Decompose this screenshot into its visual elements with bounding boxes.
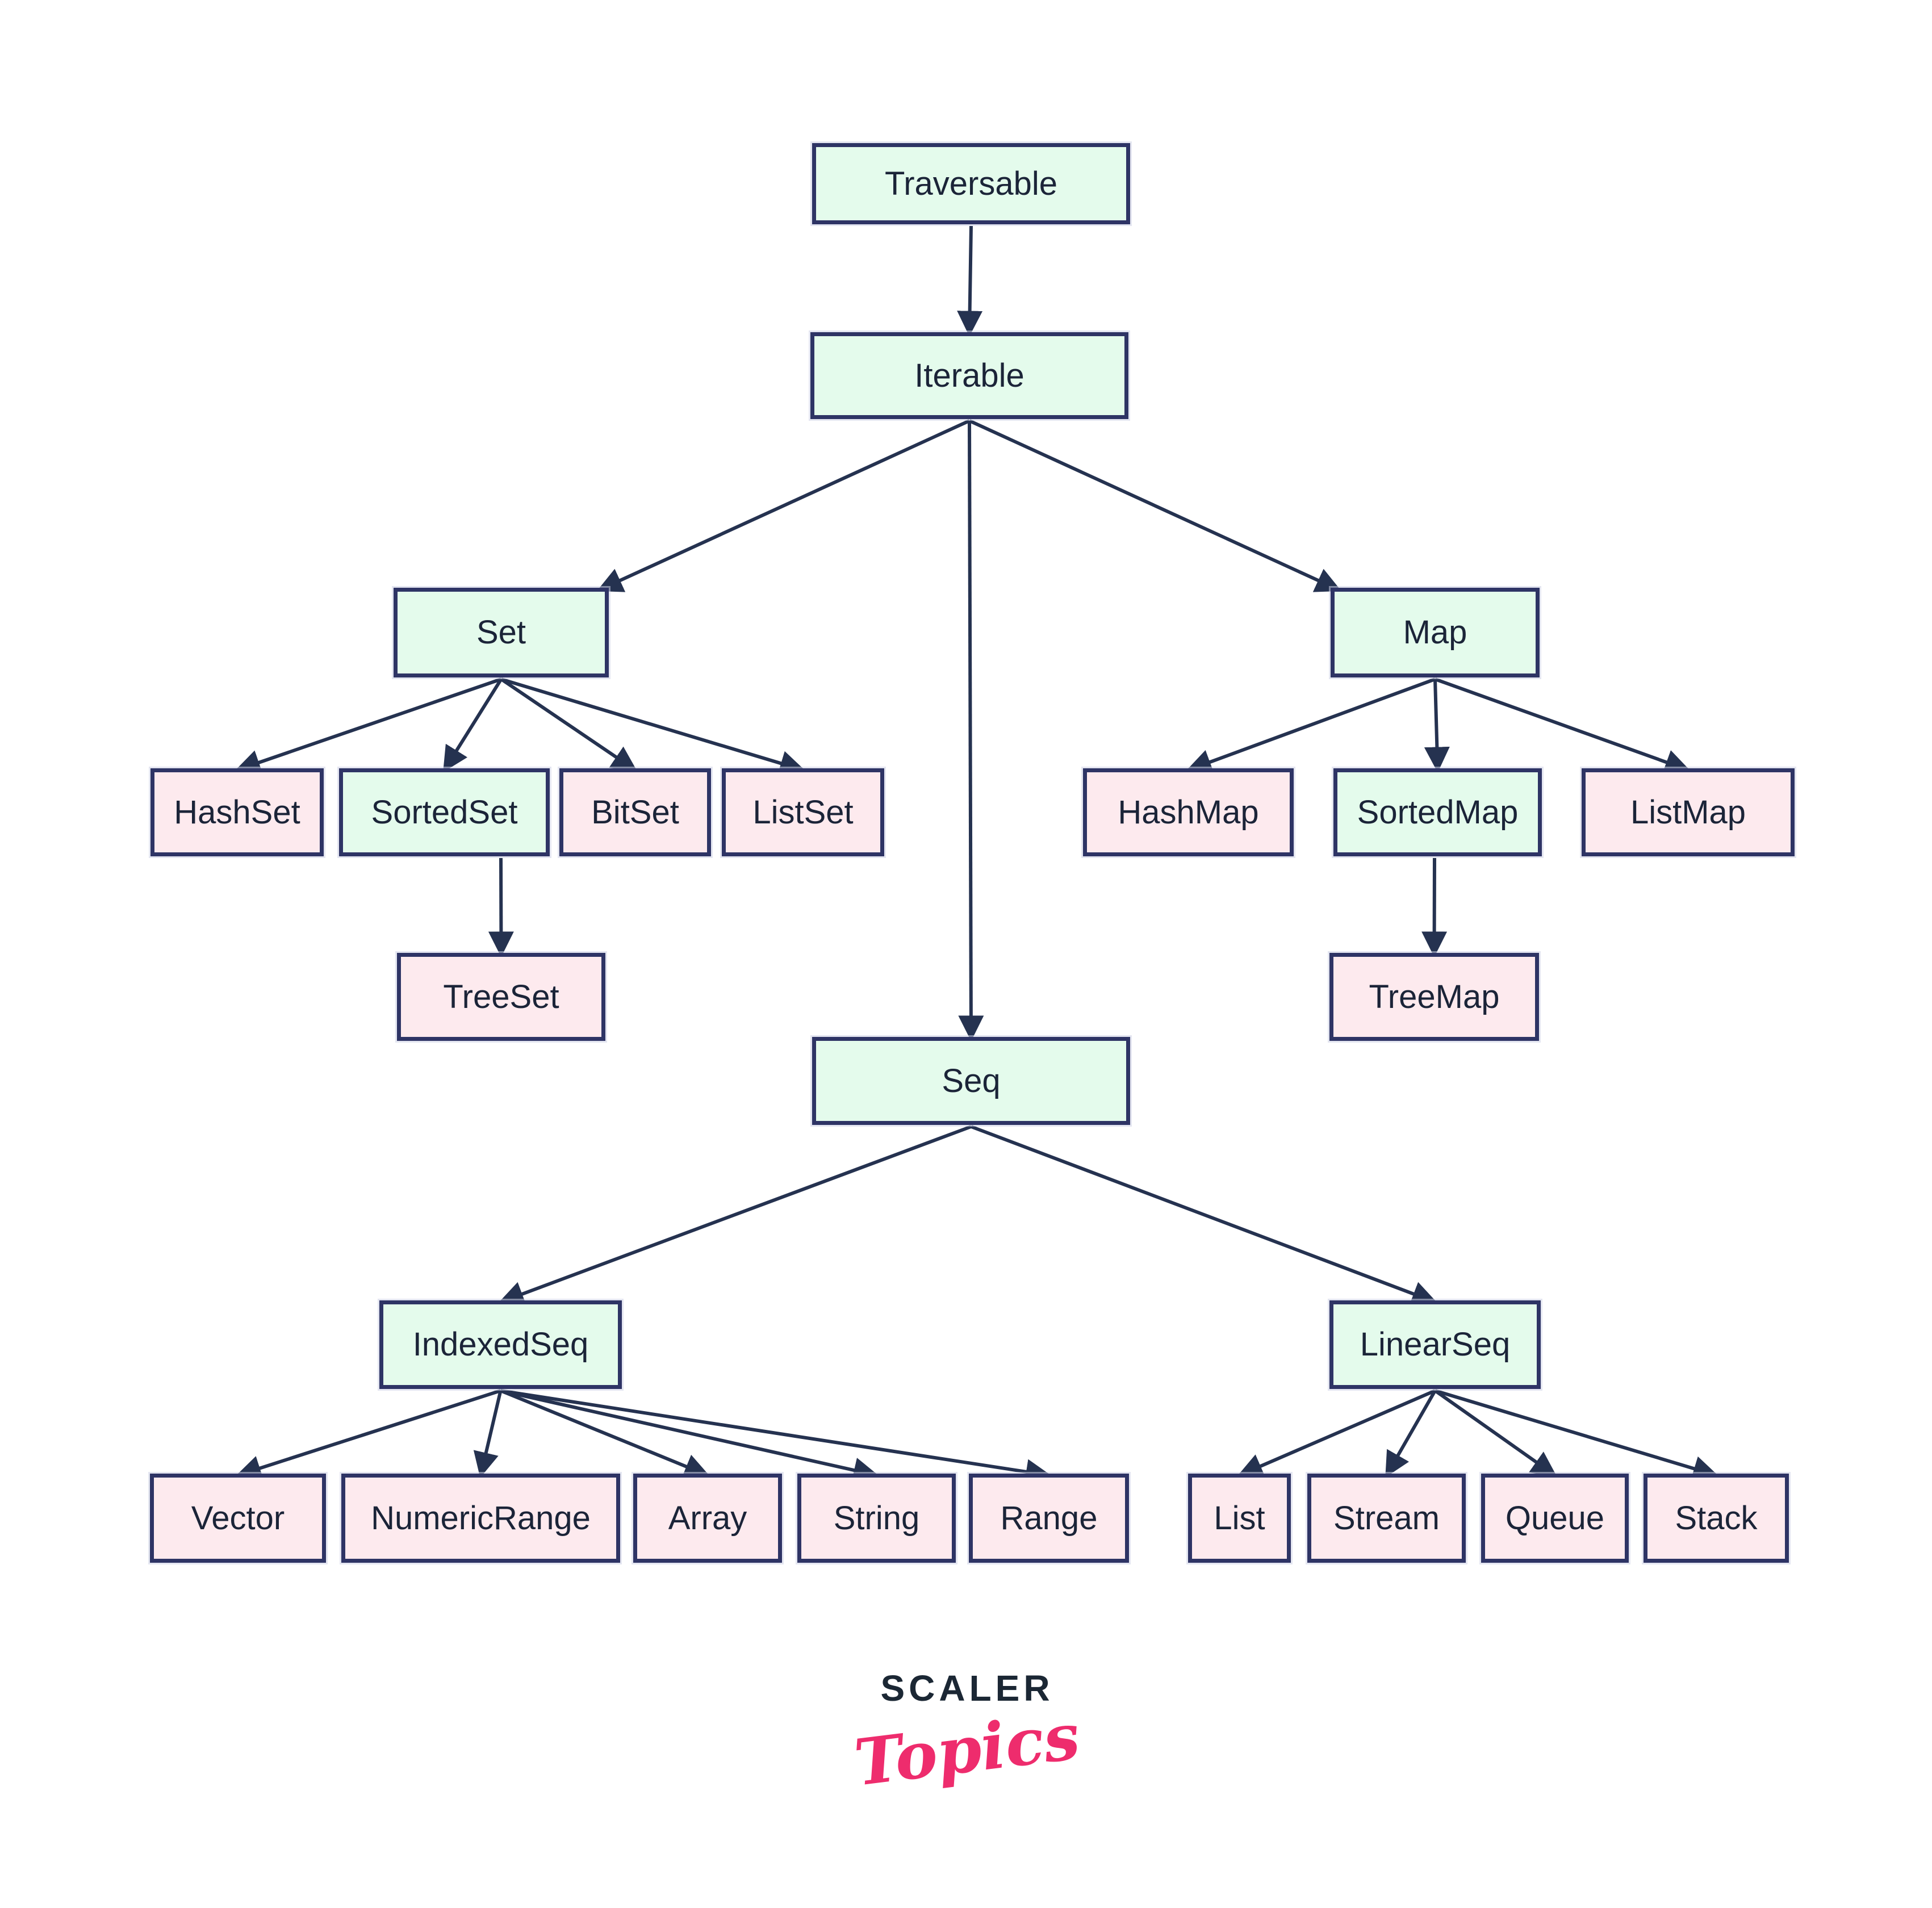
- edge-iterable-set: [596, 419, 971, 592]
- node-label: Map: [1403, 614, 1467, 651]
- node-treeset: TreeSet: [397, 953, 605, 1041]
- edge-linearseq-stream: [1385, 1390, 1437, 1478]
- node-label: SortedMap: [1357, 793, 1519, 831]
- logo-brand-text: SCALER: [880, 1668, 1054, 1709]
- node-label: NumericRange: [371, 1499, 591, 1537]
- node-label: Vector: [191, 1499, 285, 1537]
- node-iterable: Iterable: [810, 332, 1128, 419]
- node-label: ListSet: [752, 793, 854, 831]
- node-label: SortedSet: [371, 793, 518, 831]
- node-label: Stream: [1333, 1499, 1440, 1537]
- edge-set-sortedset: [442, 678, 503, 772]
- node-label: Iterable: [914, 357, 1024, 394]
- node-label: Array: [668, 1499, 747, 1537]
- node-listmap: ListMap: [1582, 768, 1795, 856]
- node-label: Seq: [942, 1062, 1001, 1099]
- scaler-topics-logo: SCALER Topics: [851, 1667, 1084, 1801]
- edge-iterable-seq: [958, 420, 984, 1041]
- edge-traversable-iterable: [957, 225, 983, 337]
- node-label: HashMap: [1118, 793, 1259, 831]
- node-vector: Vector: [150, 1474, 326, 1563]
- edge-set-hashset: [235, 677, 502, 775]
- node-stack: Stack: [1644, 1474, 1789, 1563]
- node-array: Array: [633, 1474, 782, 1563]
- node-bitset: BitSet: [559, 768, 711, 856]
- node-queue: Queue: [1481, 1474, 1629, 1563]
- edge-indexedseq-vector: [235, 1389, 501, 1480]
- node-label: TreeMap: [1369, 978, 1500, 1015]
- node-list: List: [1188, 1474, 1291, 1563]
- node-label: Set: [476, 614, 526, 651]
- edge-linearseq-stack: [1435, 1389, 1719, 1481]
- node-string: String: [797, 1474, 956, 1563]
- logo-topics-text: Topics: [850, 1699, 1084, 1801]
- edge-indexedseq-numericrange: [473, 1390, 503, 1478]
- node-label: LinearSeq: [1360, 1326, 1511, 1363]
- node-linearseq: LinearSeq: [1329, 1300, 1541, 1389]
- edge-indexedseq-string: [500, 1389, 879, 1483]
- edge-set-listset: [500, 677, 806, 776]
- node-label: Stack: [1675, 1499, 1758, 1537]
- edge-seq-linearseq: [970, 1125, 1438, 1306]
- node-label: List: [1214, 1499, 1265, 1537]
- node-label: Traversable: [884, 165, 1058, 202]
- node-hashmap: HashMap: [1083, 768, 1294, 856]
- node-label: TreeSet: [443, 978, 559, 1015]
- node-stream: Stream: [1307, 1474, 1466, 1563]
- edge-indexedseq-array: [500, 1389, 710, 1479]
- node-traversable: Traversable: [812, 143, 1130, 224]
- edge-map-listmap: [1434, 677, 1691, 775]
- node-label: String: [833, 1499, 920, 1537]
- node-map: Map: [1331, 588, 1540, 677]
- edge-seq-indexedseq: [498, 1125, 972, 1306]
- node-range: Range: [969, 1474, 1129, 1563]
- node-hashset: HashSet: [150, 768, 324, 856]
- edge-indexedseq-range: [500, 1389, 1052, 1485]
- node-label: Range: [1000, 1499, 1098, 1537]
- node-label: Queue: [1505, 1499, 1605, 1537]
- node-listset: ListSet: [722, 768, 884, 856]
- edge-linearseq-queue: [1434, 1389, 1557, 1477]
- edge-linearseq-list: [1237, 1389, 1436, 1478]
- node-label: BitSet: [591, 793, 679, 831]
- node-set: Set: [394, 588, 609, 677]
- node-seq: Seq: [812, 1037, 1130, 1125]
- node-numericrange: NumericRange: [341, 1474, 620, 1563]
- node-sortedmap: SortedMap: [1333, 768, 1542, 856]
- edge-set-bitset: [500, 677, 638, 772]
- node-indexedseq: IndexedSeq: [379, 1300, 622, 1389]
- node-label: HashSet: [174, 793, 300, 831]
- node-label: ListMap: [1630, 793, 1746, 831]
- edge-map-hashmap: [1186, 677, 1436, 775]
- node-treemap: TreeMap: [1329, 953, 1539, 1041]
- edge-iterable-map: [968, 419, 1342, 592]
- edge-map-sortedmap: [1424, 679, 1450, 773]
- node-sortedset: SortedSet: [339, 768, 550, 856]
- node-label: IndexedSeq: [412, 1326, 589, 1363]
